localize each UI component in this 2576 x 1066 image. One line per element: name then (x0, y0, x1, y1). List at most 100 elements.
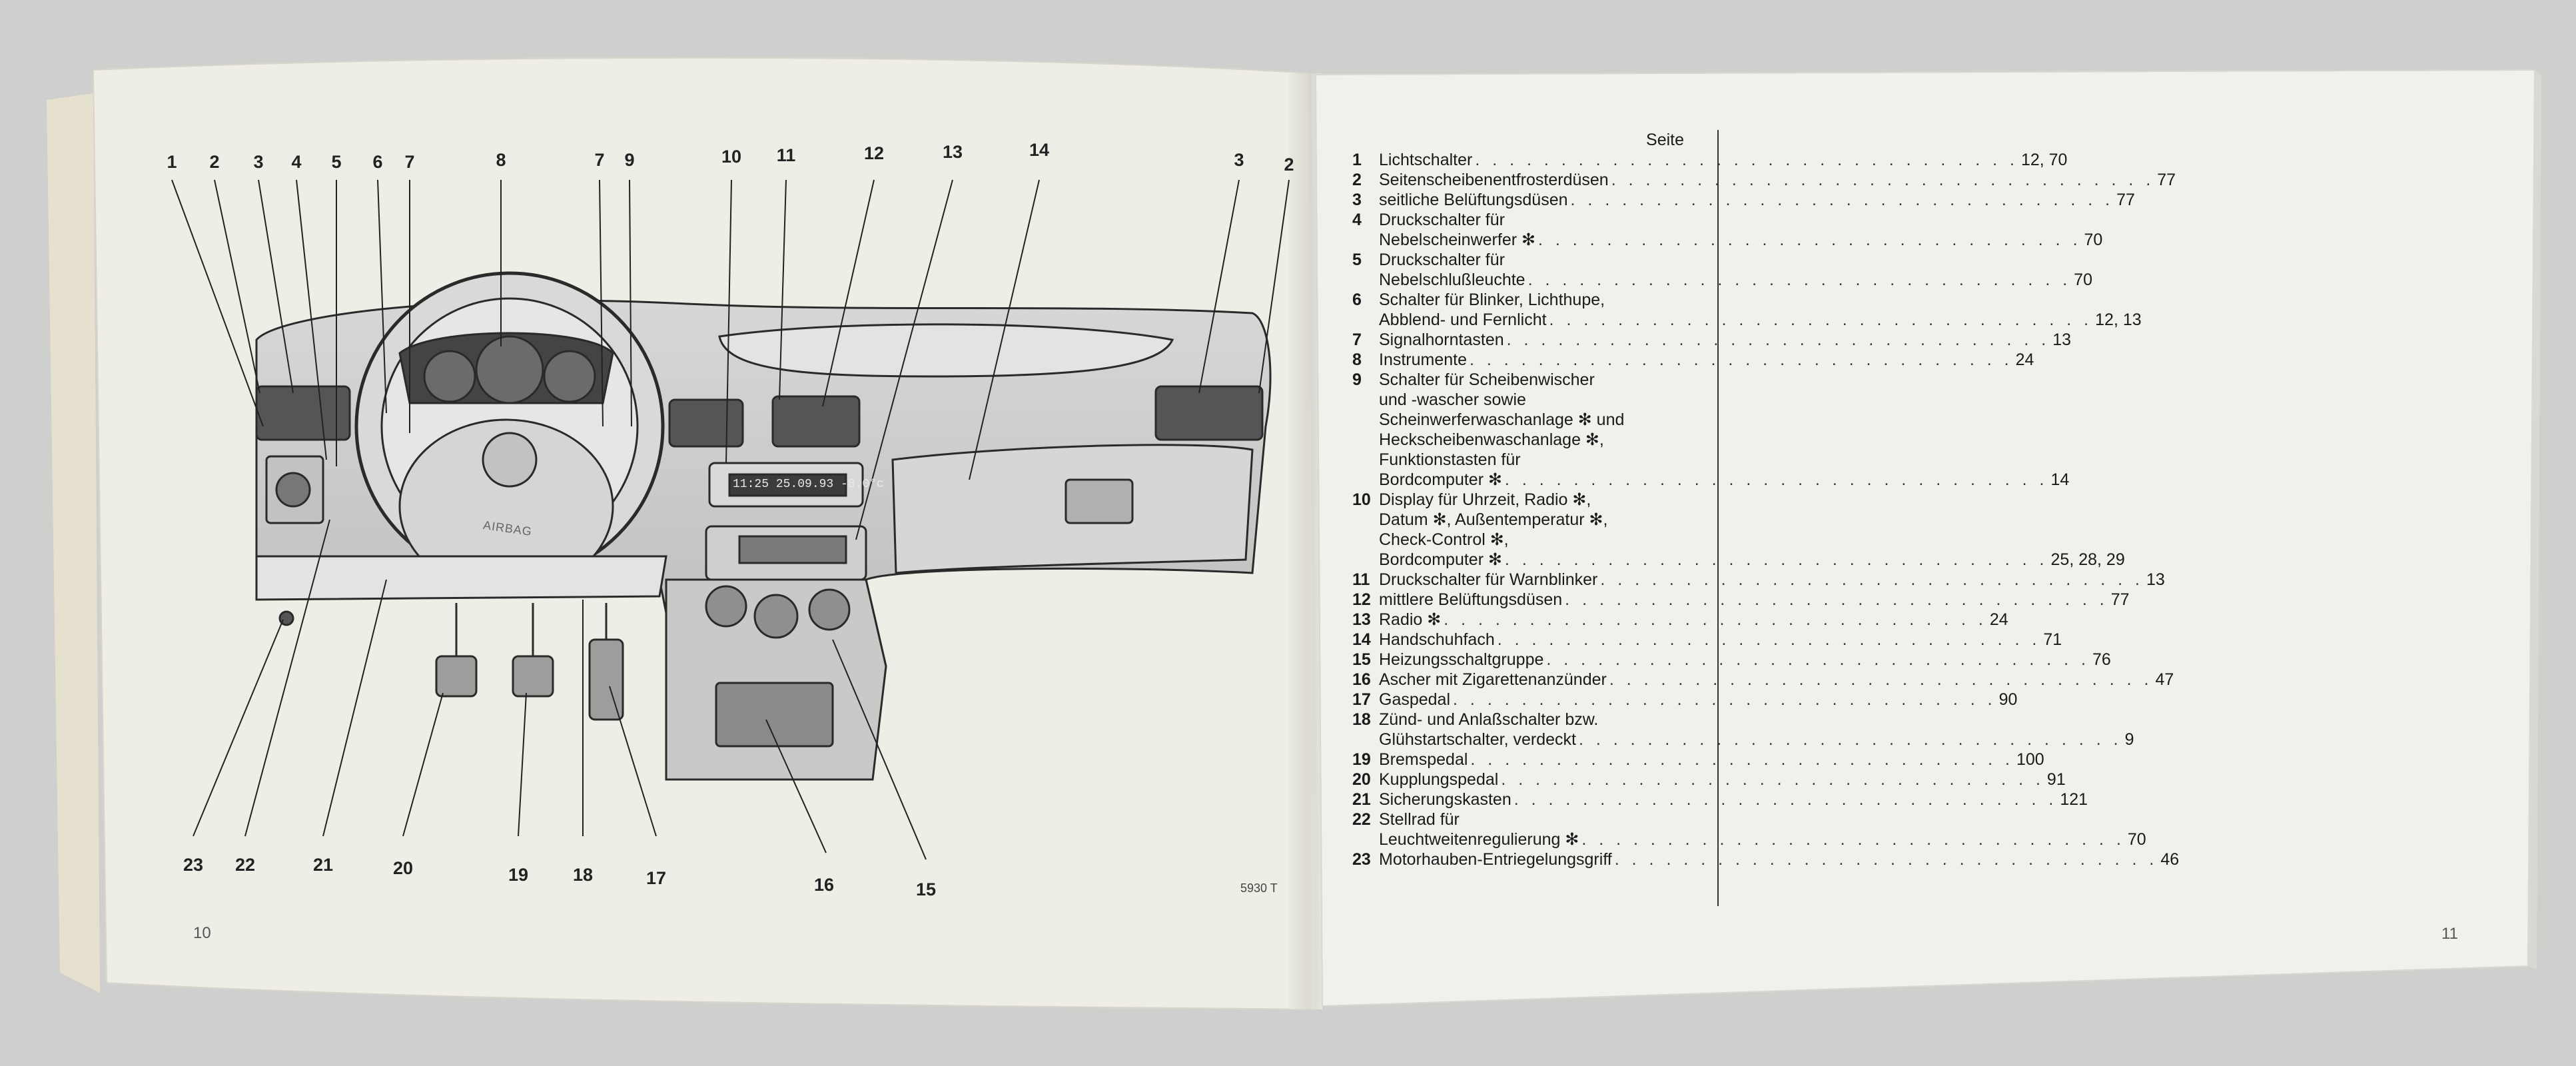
legend-item-text: Abblend- und Fernlicht (1379, 310, 1547, 329)
leader-dots: . . . . . . . . . . . . . . . . . . . . … (1609, 670, 2153, 689)
callout-4: 4 (291, 152, 302, 172)
legend-item-number: 2 (1352, 171, 1362, 189)
legend-item-text: Nebelscheinwerfer ✻ (1379, 231, 1535, 249)
legend-item-number: 13 (1352, 610, 1371, 629)
leader-dots: . . . . . . . . . . . . . . . . . . . . … (1497, 630, 2041, 649)
leader-dots: . . . . . . . . . . . . . . . . . . . . … (1444, 610, 1987, 629)
legend-item-number: 4 (1352, 211, 1362, 229)
legend-item-page: 9 (2124, 730, 2134, 749)
legend-item-page: 13 (2146, 570, 2165, 589)
legend-item-page: 47 (2155, 670, 2174, 689)
leader-dots: . . . . . . . . . . . . . . . . . . . . … (1501, 770, 2044, 789)
leader-dots: . . . . . . . . . . . . . . . . . . . . … (1611, 171, 2155, 189)
legend-item-page: 76 (2092, 650, 2111, 669)
legend-item-number: 16 (1352, 670, 1371, 689)
legend-column-header: Seite (1646, 131, 1684, 149)
legend-item-page: 77 (2157, 171, 2176, 189)
page-number-left: 10 (193, 924, 211, 942)
legend-item-text: Heizungsschaltgruppe (1379, 650, 1544, 669)
legend-item-page: 121 (2060, 790, 2088, 809)
legend-item-text: Zünd- und Anlaßschalter bzw. (1379, 710, 1599, 729)
legend-item-text: Signalhorntasten (1379, 330, 1504, 349)
legend-item-text: Schalter für Scheibenwischer (1379, 370, 1595, 389)
legend-item-text: Scheinwerferwaschanlage ✻ und (1379, 410, 1625, 429)
legend-item-text: Bordcomputer ✻ (1379, 550, 1502, 569)
legend-item-text: Gaspedal (1379, 690, 1451, 709)
legend-item: 21 Sicherungskasten . . . . . . . . . . .… (1352, 790, 2088, 809)
callout-18: 18 (572, 865, 594, 885)
callout-12: 12 (863, 143, 885, 163)
callout-19: 19 (508, 865, 529, 885)
callout-13: 13 (942, 142, 963, 162)
callout-9: 9 (624, 150, 635, 170)
legend-item-text: Schalter für Blinker, Lichthupe, (1379, 290, 1605, 309)
leader-dots: . . . . . . . . . . . . . . . . . . . . … (1565, 590, 2108, 609)
callout-10: 10 (721, 147, 742, 167)
legend-item-page: 91 (2046, 770, 2066, 789)
callout-6: 6 (372, 152, 383, 172)
legend-item: 3 seitliche Belüftungsdüsen . . . . . . .… (1352, 190, 2135, 210)
legend-item: 6 Schalter für Blinker, Lichthupe,Abblend… (1352, 290, 2142, 330)
legend-item-number: 18 (1352, 710, 1371, 729)
legend-item-number: 5 (1352, 251, 1362, 269)
callout-16: 16 (813, 875, 835, 895)
leader-dots: . . . . . . . . . . . . . . . . . . . . … (1527, 270, 2072, 289)
legend-divider (1717, 130, 1719, 906)
leader-dots: . . . . . . . . . . . . . . . . . . . . … (1600, 570, 2144, 589)
callout-14: 14 (1029, 140, 1050, 160)
legend-item-number: 3 (1352, 191, 1362, 209)
legend-item-text: Stellrad für (1379, 810, 1460, 829)
leader-dots: . . . . . . . . . . . . . . . . . . . . … (1570, 191, 2114, 209)
leader-dots: . . . . . . . . . . . . . . . . . . . . … (1578, 730, 2122, 749)
legend-item-text: Sicherungskasten (1379, 790, 1511, 809)
callout-20: 20 (392, 858, 414, 878)
leader-dots: . . . . . . . . . . . . . . . . . . . . … (1513, 790, 2058, 809)
legend-item-text: Glühstartschalter, verdeckt (1379, 730, 1576, 749)
leader-dots: . . . . . . . . . . . . . . . . . . . . … (1549, 310, 2093, 329)
leader-dots: . . . . . . . . . . . . . . . . . . . . … (1581, 830, 2125, 849)
legend-item-text: seitliche Belüftungsdüsen (1379, 191, 1568, 209)
callout-3b: 3 (1234, 150, 1244, 170)
legend-item-number: 9 (1352, 370, 1362, 389)
leader-dots: . . . . . . . . . . . . . . . . . . . . … (1614, 850, 2158, 869)
callout-8: 8 (496, 150, 506, 170)
legend-item-number: 15 (1352, 650, 1371, 669)
legend-item-text: mittlere Belüftungsdüsen (1379, 590, 1563, 609)
legend-item-text: Handschuhfach (1379, 630, 1495, 649)
callout-15: 15 (915, 879, 937, 899)
callout-11: 11 (776, 145, 796, 165)
callout-21: 21 (312, 855, 334, 875)
legend-item-text: Ascher mit Zigarettenanzünder (1379, 670, 1607, 689)
legend-item-page: 100 (2016, 750, 2044, 769)
legend-item-number: 20 (1352, 770, 1371, 789)
callout-5: 5 (331, 152, 342, 172)
leader-dots: . . . . . . . . . . . . . . . . . . . . … (1453, 690, 1996, 709)
legend-item-number: 21 (1352, 790, 1371, 809)
legend-item-number: 6 (1352, 290, 1362, 309)
callout-22: 22 (234, 855, 256, 875)
leader-dots: . . . . . . . . . . . . . . . . . . . . … (1504, 470, 2048, 489)
callout-7: 7 (404, 152, 415, 172)
callout-23: 23 (183, 855, 204, 875)
leader-dots: . . . . . . . . . . . . . . . . . . . . … (1470, 750, 2014, 769)
callout-3: 3 (253, 152, 264, 172)
leader-dots: . . . . . . . . . . . . . . . . . . . . … (1546, 650, 2090, 669)
legend-item-text: Kupplungspedal (1379, 770, 1499, 789)
legend-item: 15 Heizungsschaltgruppe . . . . . . . . .… (1352, 650, 2111, 670)
callout-1: 1 (167, 152, 177, 172)
legend-item-page: 13 (2052, 330, 2072, 349)
legend-item: 18 Zünd- und Anlaßschalter bzw.Glühstarts… (1352, 710, 2134, 750)
legend-item-page: 77 (2110, 590, 2130, 609)
